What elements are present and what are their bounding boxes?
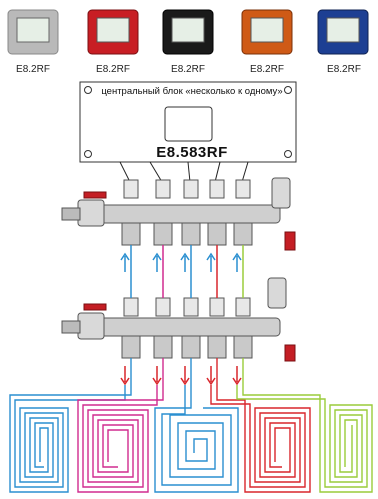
supply-arrows	[120, 252, 242, 272]
return-arrows	[120, 366, 242, 386]
central-unit	[79, 81, 297, 163]
thermostat-1	[7, 9, 59, 55]
riser-pipes	[130, 245, 244, 298]
thermostat-3	[162, 9, 214, 55]
thermostat-label-1: E8.2RF	[16, 64, 50, 75]
thermostat-label-2: E8.2RF	[96, 64, 130, 75]
thermostat-label-4: E8.2RF	[250, 64, 284, 75]
supply-manifold	[61, 177, 296, 251]
loop-5	[236, 358, 373, 493]
floor-loops	[9, 358, 373, 493]
thermostat-label-3: E8.2RF	[171, 64, 205, 75]
control-wires	[119, 161, 249, 183]
thermostat-row	[7, 9, 369, 55]
return-manifold	[61, 277, 296, 362]
central-unit-model: E8.583RF	[156, 144, 228, 161]
thermostat-2	[87, 9, 139, 55]
loop-4	[210, 358, 311, 493]
thermostat-5	[317, 9, 369, 55]
loop-2	[77, 358, 164, 493]
loop-1	[9, 358, 132, 493]
thermostat-label-5: E8.2RF	[327, 64, 361, 75]
loop-3	[154, 358, 239, 493]
thermostat-4	[241, 9, 293, 55]
central-unit-caption: центральный блок «несколько к одному»	[101, 86, 283, 97]
